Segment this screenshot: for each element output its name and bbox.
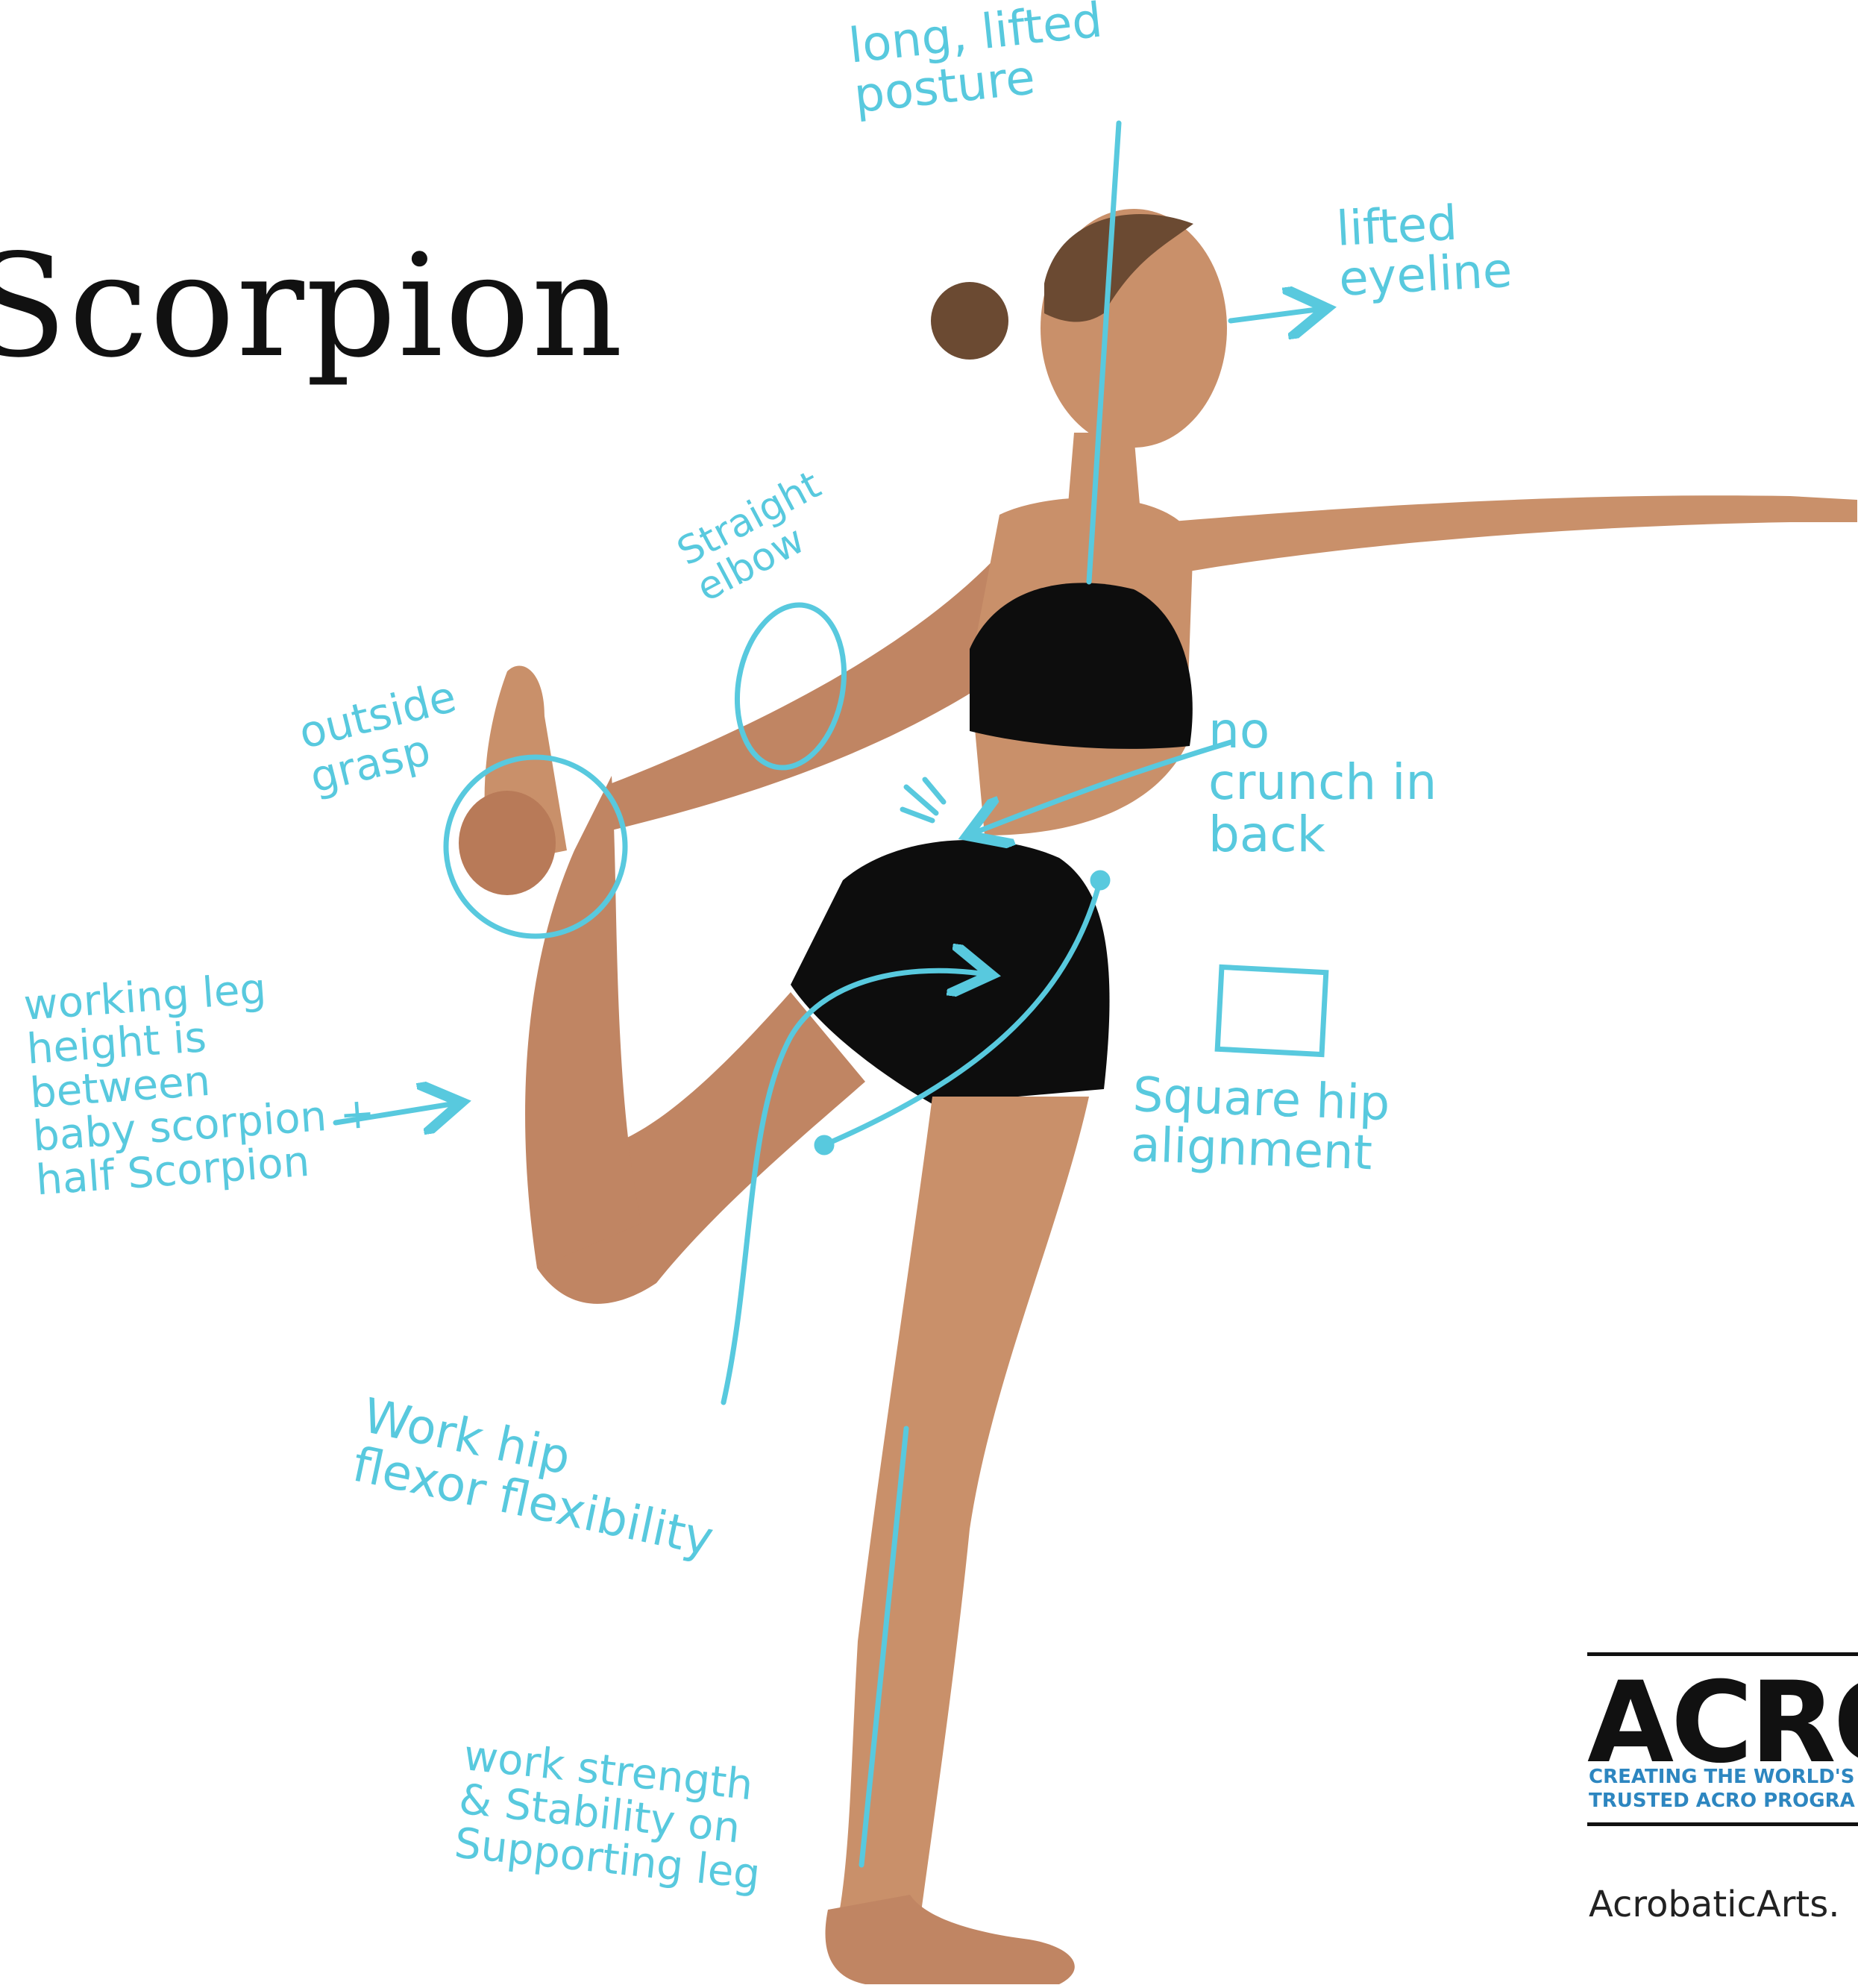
- eyeline-note: lifted eyeline: [1335, 196, 1513, 305]
- leg-height-note: working leg height is between baby scorp…: [22, 961, 380, 1203]
- hair-bun: [931, 282, 1008, 360]
- square-hip-icon: [1217, 967, 1326, 1054]
- grasping-hand: [459, 791, 556, 895]
- acro-logo: ACRO CREATING THE WORLD'S TRUSTED ACRO P…: [1587, 1652, 1858, 1831]
- supporting-foot: [826, 1895, 1075, 1984]
- logo-rule-bottom: [1587, 1822, 1858, 1826]
- eyeline-arrow: [1231, 310, 1316, 321]
- crunch-mark-2: [903, 809, 932, 821]
- logo-tagline-2: TRUSTED ACRO PROGRA: [1589, 1790, 1855, 1812]
- back-note: no crunch in back: [1208, 705, 1437, 860]
- extended-arm: [1164, 495, 1857, 574]
- hip-note: Square hip alignment: [1130, 1070, 1390, 1179]
- logo-tagline-1: CREATING THE WORLD'S: [1589, 1766, 1854, 1788]
- supporting-leg: [835, 1097, 1089, 1940]
- logo-brand: ACRO: [1587, 1667, 1858, 1779]
- crunch-mark-3: [925, 780, 944, 802]
- site-url[interactable]: AcrobaticArts.: [1589, 1884, 1840, 1925]
- logo-rule-top: [1587, 1652, 1858, 1656]
